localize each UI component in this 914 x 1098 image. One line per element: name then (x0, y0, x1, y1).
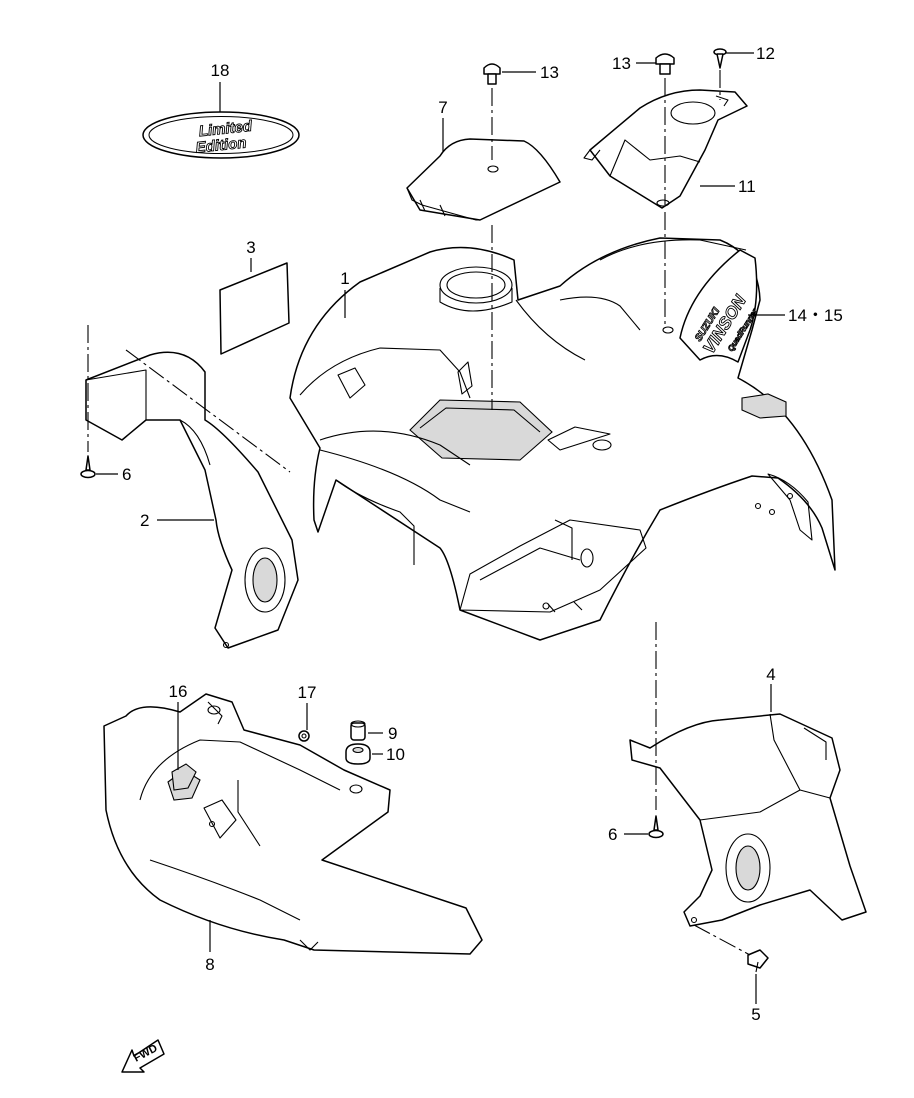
callout-11: 11 (738, 177, 756, 196)
callout-13-a: 13 (540, 63, 559, 82)
callout-2: 2 (140, 511, 149, 530)
part-8-front-guard (103, 693, 483, 955)
part-13-fastener-a (483, 63, 501, 85)
part-10-grommet (345, 743, 371, 765)
fwd-arrow-icon: FWD (121, 1039, 165, 1073)
callout-18: 18 (211, 61, 230, 80)
part-12-screw (713, 48, 727, 69)
part-6-screw-b (648, 815, 664, 839)
callout-9: 9 (388, 724, 397, 743)
part-6-screw-a (80, 455, 96, 479)
emblem-line-2: Edition (195, 134, 247, 156)
callout-7: 7 (438, 98, 447, 117)
part-7-lid (406, 138, 561, 221)
callouts: 18 3 1 7 13 13 12 11 14・15 6 2 4 6 5 8 9… (122, 44, 843, 1024)
callout-6-b: 6 (608, 825, 617, 844)
part-2-splash-guard (85, 351, 299, 649)
part-11-panel (583, 89, 748, 209)
callout-16: 16 (169, 682, 188, 701)
part-4-splash-guard (629, 713, 867, 927)
callout-13-b: 13 (612, 54, 631, 73)
callout-14-15: 14・15 (788, 306, 843, 325)
part-17-nut (298, 730, 310, 742)
callout-10: 10 (386, 745, 405, 764)
callout-4: 4 (766, 665, 775, 684)
part-13-fastener-b (655, 53, 675, 75)
callout-6-a: 6 (122, 465, 131, 484)
callout-3: 3 (246, 238, 255, 257)
callout-12: 12 (756, 44, 775, 63)
callout-8: 8 (205, 955, 214, 974)
assembly-lines (87, 70, 751, 956)
callout-1: 1 (340, 269, 349, 288)
part-5-bolt (747, 949, 769, 973)
part-16-clip (171, 763, 197, 791)
leader-lines (96, 52, 785, 1004)
part-18-emblem: Limited Edition (142, 111, 300, 159)
part-9-spacer (350, 720, 366, 741)
emblem-line-1: Limited (198, 118, 254, 141)
callout-17: 17 (298, 683, 317, 702)
callout-5: 5 (751, 1005, 760, 1024)
part-3-pad (219, 262, 290, 355)
